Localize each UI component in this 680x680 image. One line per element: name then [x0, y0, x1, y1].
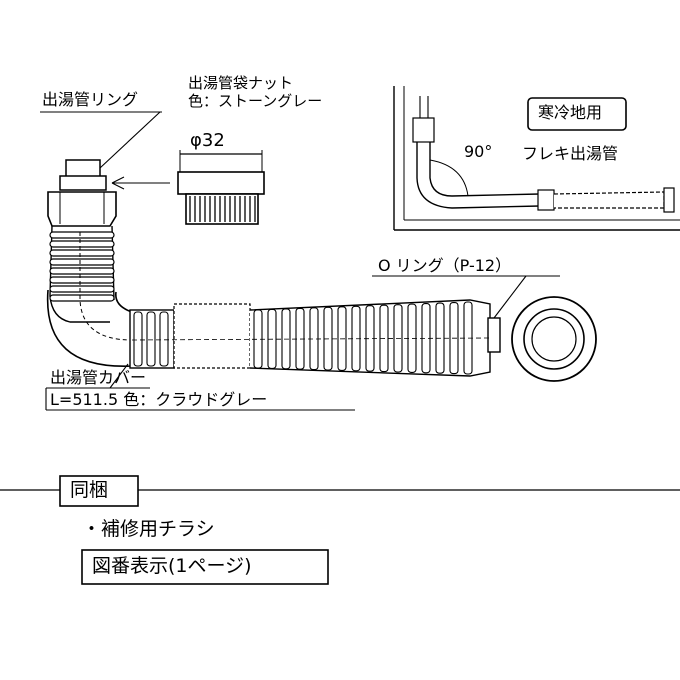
elbow-outer	[46, 289, 133, 367]
cold-region-box	[527, 97, 627, 131]
bag-nut	[177, 150, 265, 225]
vertical-rib	[49, 276, 115, 284]
elbow-inner	[115, 291, 133, 313]
vertical-rib	[49, 285, 115, 293]
bundled-title: 同梱	[70, 479, 109, 501]
diameter-label: φ32	[190, 130, 225, 151]
leaders	[40, 111, 560, 411]
elbow-dashed	[79, 232, 133, 341]
horizontal-rib	[133, 311, 143, 367]
hex-nut	[47, 191, 117, 227]
ring-label: 出湯管リング	[42, 90, 139, 109]
nut-name-label: 出湯管袋ナット	[188, 74, 294, 92]
o-ring-label: O リング（P-12）	[378, 256, 512, 275]
vertical-rib	[49, 249, 115, 257]
angle-label: 90°	[464, 142, 493, 161]
cold-region-label: 寒冷地用	[538, 103, 603, 122]
flex-pipe-label: フレキ出湯管	[522, 144, 619, 163]
ring-band	[59, 175, 107, 191]
vertical-rib	[49, 240, 115, 248]
nut-color-label: 色：ストーングレー	[188, 92, 323, 110]
page-reference: 図番表示(1ページ)	[92, 555, 252, 577]
vertical-rib	[49, 258, 115, 266]
horizontal-rib	[159, 311, 169, 367]
bundled-item: ・補修用チラシ	[82, 518, 215, 540]
cover-name-label: 出湯管カバー	[50, 368, 147, 387]
vertical-rib	[49, 231, 115, 239]
horizontal-bellows	[129, 299, 501, 377]
vertical-bellows	[49, 225, 115, 323]
o-ring	[511, 296, 597, 382]
vertical-rib	[49, 267, 115, 275]
inset-frame	[393, 86, 680, 231]
cover-spec-label: L=511.5 色：クラウドグレー	[50, 390, 268, 409]
bundled-divider	[0, 475, 680, 585]
vertical-rib	[49, 294, 115, 302]
horizontal-rib	[146, 311, 156, 367]
pipe-cover	[46, 159, 501, 377]
